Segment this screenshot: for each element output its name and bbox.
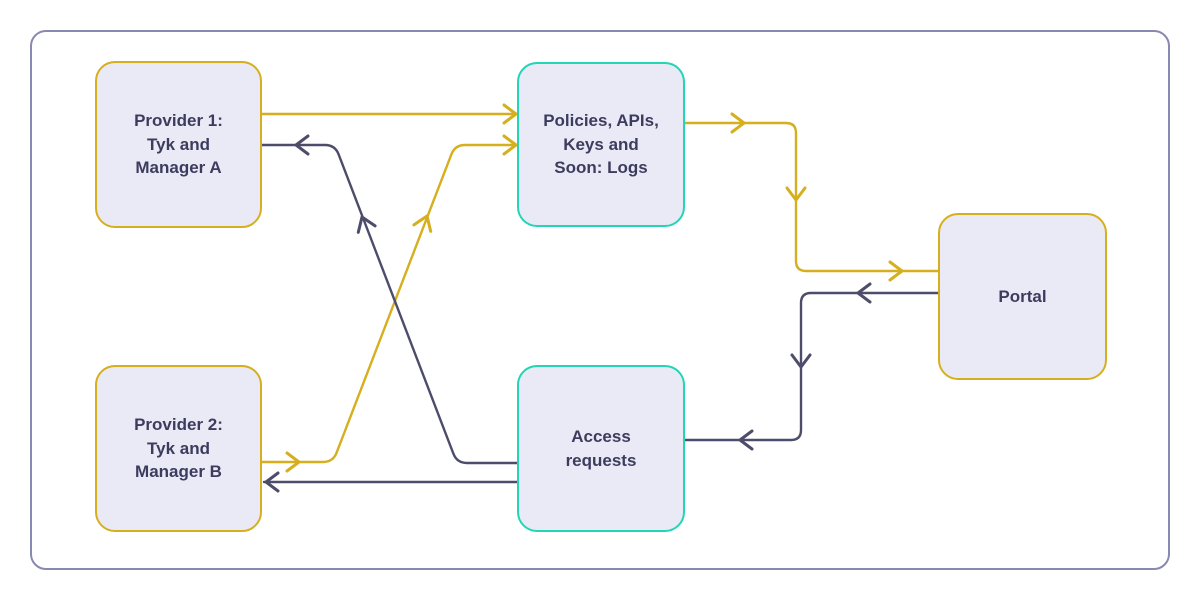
node-access-requests: Access requests bbox=[517, 365, 685, 532]
node-provider-2: Provider 2: Tyk and Manager B bbox=[95, 365, 262, 532]
node-provider-1: Provider 1: Tyk and Manager A bbox=[95, 61, 262, 228]
diagram-frame bbox=[30, 30, 1170, 570]
node-policies-apis-keys: Policies, APIs, Keys and Soon: Logs bbox=[517, 62, 685, 227]
node-policies-label: Policies, APIs, Keys and Soon: Logs bbox=[543, 111, 659, 178]
node-provider-2-label: Provider 2: Tyk and Manager B bbox=[134, 415, 223, 482]
node-portal: Portal bbox=[938, 213, 1107, 380]
node-access-requests-label: Access requests bbox=[565, 427, 637, 470]
node-portal-label: Portal bbox=[998, 286, 1047, 306]
node-provider-1-label: Provider 1: Tyk and Manager A bbox=[134, 111, 223, 178]
